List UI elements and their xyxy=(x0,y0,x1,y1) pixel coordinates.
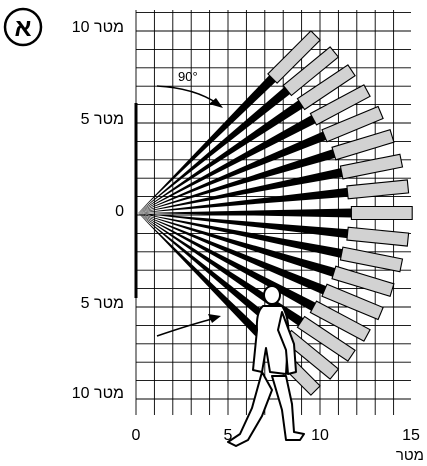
beam-near-zone xyxy=(138,131,327,213)
x-tick-0: 0 xyxy=(132,427,141,444)
x-axis-unit: מטר xyxy=(396,447,424,464)
beam-far-zone xyxy=(282,46,340,97)
y-label-5-top: 5 מטר xyxy=(81,111,124,128)
beam-near-zone xyxy=(138,115,316,213)
beam-far-zone xyxy=(296,315,356,362)
angle-arrow-upper xyxy=(156,85,223,108)
x-axis-labels: 0 5 10 15 מטר xyxy=(132,427,424,464)
beam-far-zone xyxy=(321,105,384,143)
section-badge-letter: א xyxy=(14,14,31,42)
beam-near-zone xyxy=(138,213,343,258)
beam-near-zone xyxy=(138,87,291,213)
beam-near-zone xyxy=(138,149,336,213)
beam-near-zone xyxy=(138,213,304,326)
beam-far-zone xyxy=(331,129,395,161)
beam-near-zone xyxy=(138,100,304,213)
y-label-10-top: 10 מטר xyxy=(72,19,124,36)
angle-arrow-lower xyxy=(156,314,221,337)
beam-near-zone xyxy=(138,208,352,218)
y-axis-labels: 10 מטר 5 מטר 0 5 מטר 10 מטר xyxy=(72,19,124,402)
y-label-0: 0 xyxy=(115,203,124,220)
beam-far-zone xyxy=(309,84,371,126)
x-tick-10: 10 xyxy=(311,427,329,444)
beam-near-zone xyxy=(138,213,327,295)
beam-far-zone xyxy=(346,226,410,247)
beam-near-zone xyxy=(138,187,348,213)
beam-near-zone xyxy=(138,213,291,339)
beam-near-zone xyxy=(138,168,343,213)
y-label-10-bottom: 10 מטר xyxy=(72,385,124,402)
beam-far-zone xyxy=(331,265,395,297)
beam-far-zone xyxy=(339,153,404,180)
section-badge: א xyxy=(3,7,43,47)
beam-far-zone xyxy=(267,30,321,84)
beam-near-zone xyxy=(138,213,336,277)
x-tick-15: 15 xyxy=(402,427,420,444)
detection-beams xyxy=(138,30,413,396)
beam-far-zone xyxy=(350,205,413,221)
beam-far-zone xyxy=(321,283,384,321)
angle-label: 90° xyxy=(178,69,198,84)
beam-near-zone xyxy=(138,75,276,213)
y-label-5-bottom: 5 מטר xyxy=(81,295,124,312)
beam-far-zone xyxy=(339,246,404,273)
beam-far-zone xyxy=(309,300,371,342)
beam-near-zone xyxy=(138,213,348,239)
beam-far-zone xyxy=(346,179,410,200)
x-tick-5: 5 xyxy=(224,427,233,444)
beam-far-zone xyxy=(296,64,356,111)
person-icon xyxy=(227,285,305,447)
beam-near-zone xyxy=(138,213,276,351)
